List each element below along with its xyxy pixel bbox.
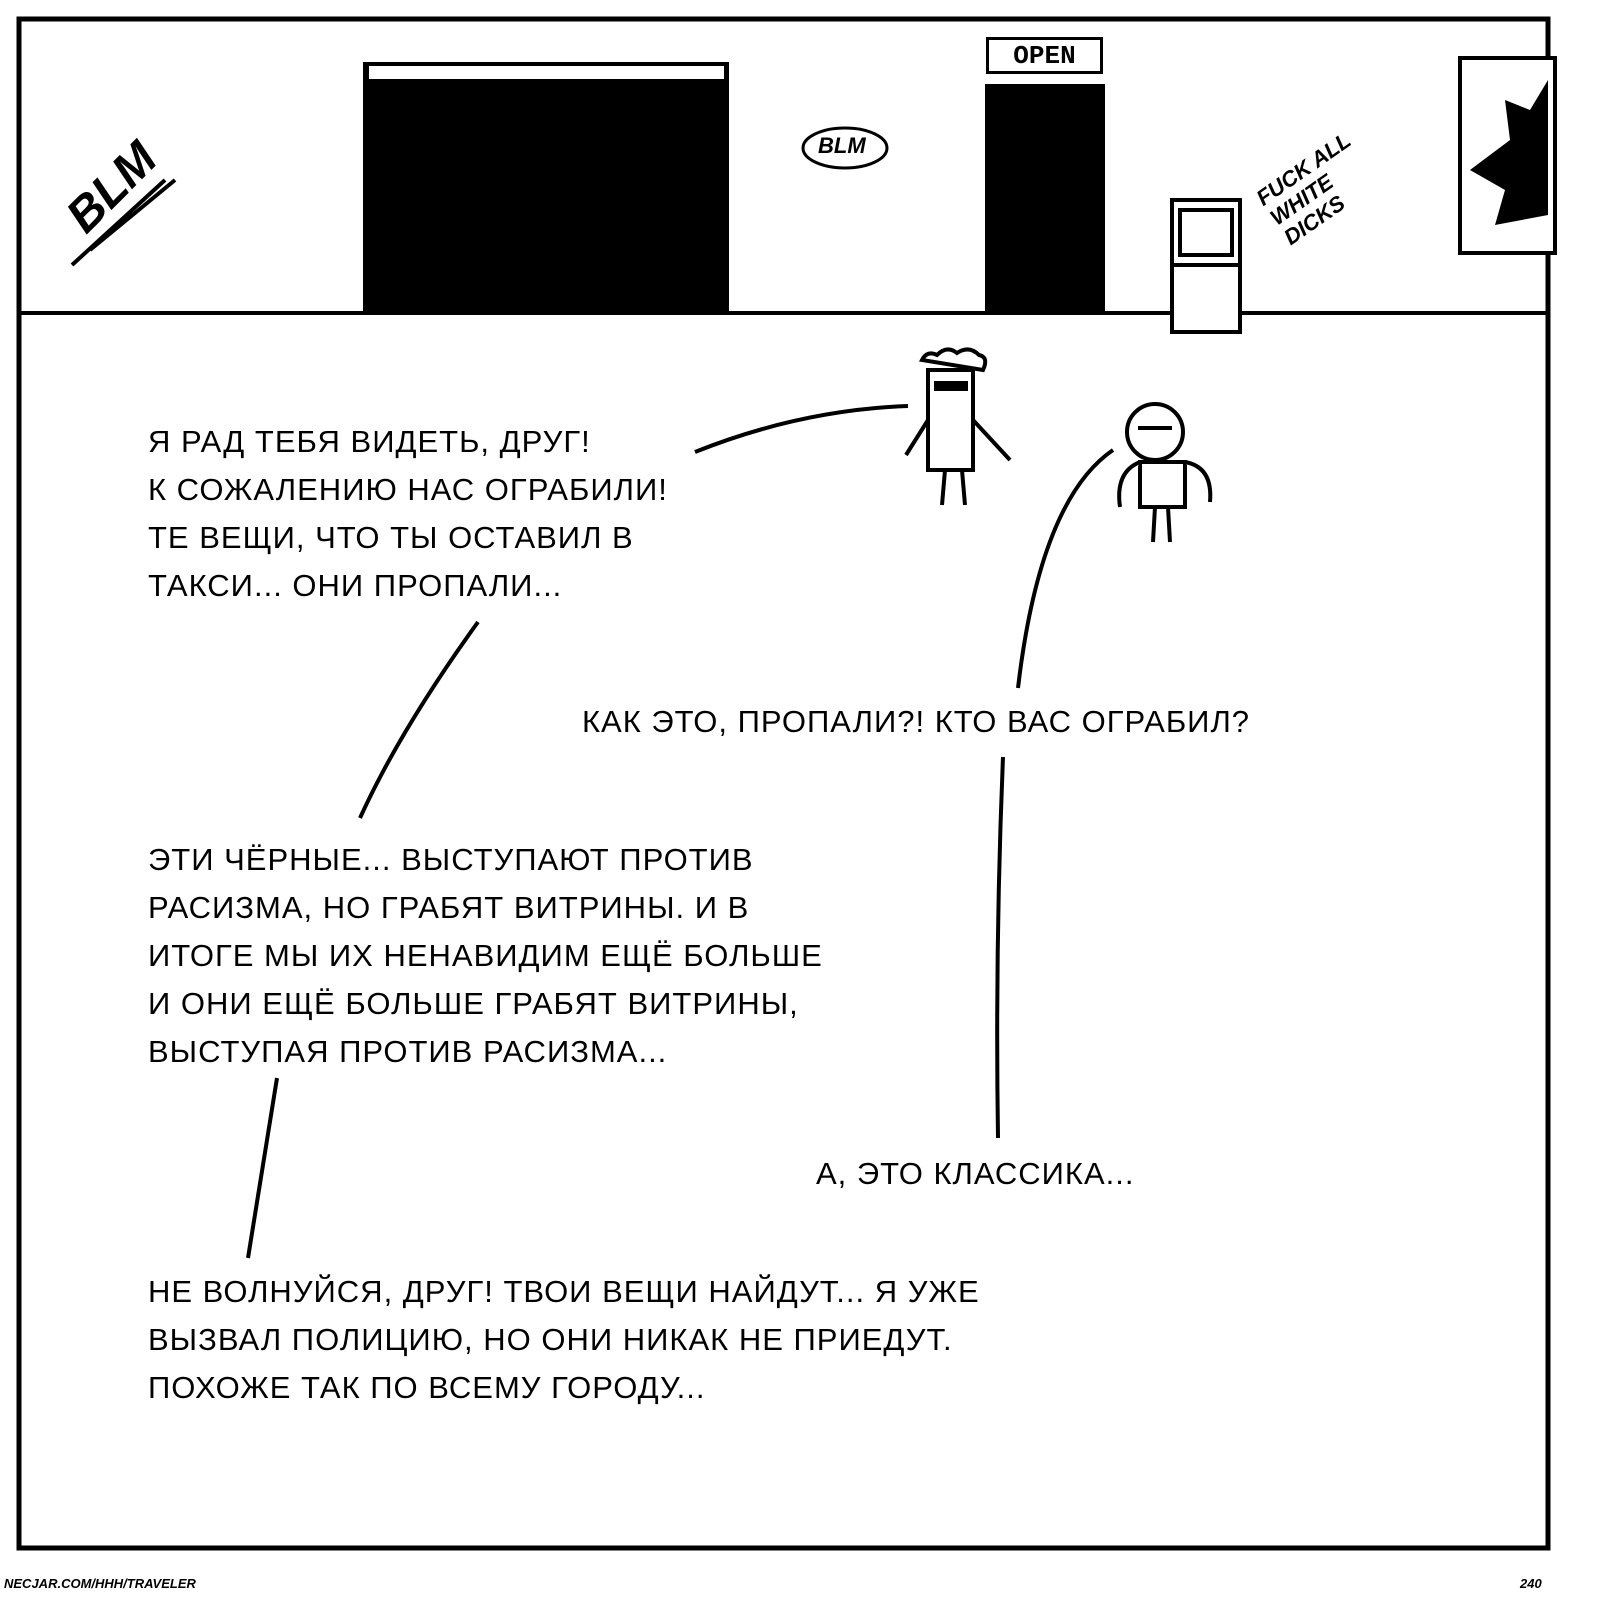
speech-line: Не волнуйся, друг! Твои вещи найдут... Я…	[148, 1274, 980, 1309]
speech-shopkeeper-3: Не волнуйся, друг! Твои вещи найдут... Я…	[148, 1268, 980, 1412]
blm-circle	[801, 126, 889, 170]
panel-border	[16, 16, 1551, 1551]
blm-slashes	[70, 178, 177, 267]
page-number: 240	[1520, 1576, 1542, 1591]
speech-shopkeeper-1: Я рад тебя видеть, друг! К сожалению нас…	[148, 418, 668, 610]
shopkeeper-character	[904, 347, 1012, 506]
footer-url: NECJAR.COM/HHH/TRAVELER	[4, 1576, 196, 1591]
speech-tails	[246, 404, 1115, 1259]
broken-window	[1458, 56, 1557, 255]
shop-door	[985, 84, 1105, 314]
speech-shopkeeper-2: Эти чёрные... выступают против расизма, …	[148, 836, 823, 1076]
speech-line: вызвал полицию, но они никак не приедут.	[148, 1322, 953, 1357]
speech-line: К сожалению нас ограбили!	[148, 472, 668, 507]
atm-machine	[1170, 198, 1242, 334]
speech-line: такси... Они пропали...	[148, 568, 563, 603]
speech-line: Эти чёрные... выступают против	[148, 842, 754, 877]
speech-line: расизма, но грабят витрины. И в	[148, 890, 750, 925]
speech-traveler-2: А, это классика...	[816, 1150, 1134, 1198]
speech-traveler-1: Как это, пропали?! Кто вас ограбил?	[582, 698, 1250, 746]
speech-line: итоге мы их ненавидим ещё больше	[148, 938, 823, 973]
boarded-window	[363, 62, 729, 314]
speech-line: выступая против расизма...	[148, 1034, 668, 1069]
graffiti-blm-middle: BLM	[818, 133, 866, 158]
speech-line: Как это, пропали?! Кто вас ограбил?	[582, 704, 1251, 739]
speech-line: и они ещё больше грабят витрины,	[148, 986, 799, 1021]
speech-line: Те вещи, что ты оставил в	[148, 520, 634, 555]
speech-line: Я рад тебя видеть, друг!	[148, 424, 591, 459]
open-sign: OPEN	[986, 37, 1103, 74]
speech-line: А, это классика...	[816, 1156, 1135, 1191]
traveler-character	[1117, 402, 1213, 543]
speech-line: Похоже так по всему городу...	[148, 1370, 706, 1405]
